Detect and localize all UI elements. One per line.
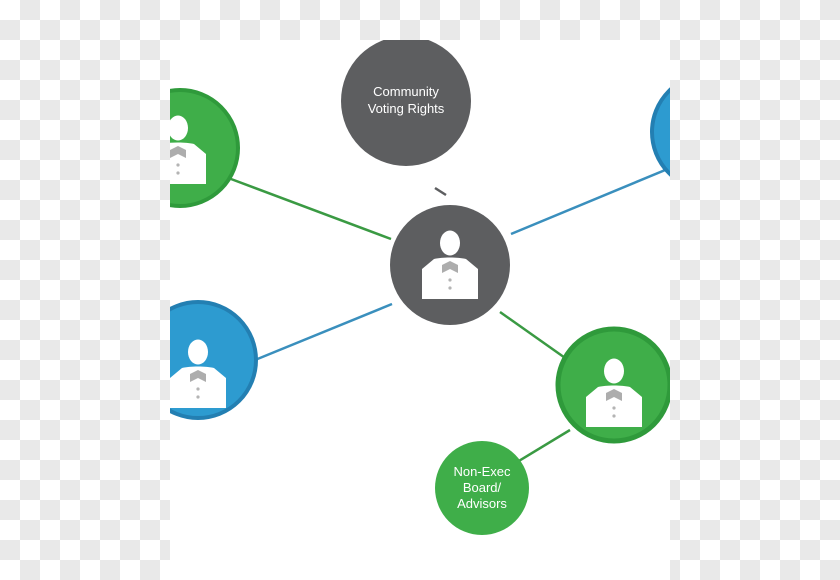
community-voting-label-line2: Voting Rights (368, 101, 445, 116)
community-voting-circle (341, 40, 471, 166)
community-voting-label-line1: Community (373, 84, 439, 99)
network-diagram: Community Voting Rights (170, 40, 670, 535)
node-non-exec-board-advisors: Non-Exec Board/ Advisors (435, 441, 529, 535)
connector-center-to-voting (434, 186, 447, 197)
connector-center-to-green-left (230, 177, 392, 241)
node-green-left (170, 88, 240, 208)
node-green-right (555, 326, 670, 444)
non-exec-board-label-line2: Board/ (463, 480, 502, 495)
non-exec-board-label-line3: Advisors (457, 496, 507, 511)
non-exec-board-circle (435, 441, 529, 535)
non-exec-board-label-line1: Non-Exec (453, 464, 511, 479)
connector-center-to-blue-right (510, 166, 670, 236)
blue-right-circle (650, 87, 670, 177)
node-blue-right (650, 87, 670, 177)
node-center (390, 205, 510, 325)
node-community-voting-rights: Community Voting Rights (341, 40, 471, 166)
connector-center-to-green-right (499, 310, 569, 362)
node-blue-left (170, 300, 258, 420)
network-diagram-canvas: Community Voting Rights (170, 40, 670, 580)
connector-center-to-blue-left (254, 302, 393, 362)
